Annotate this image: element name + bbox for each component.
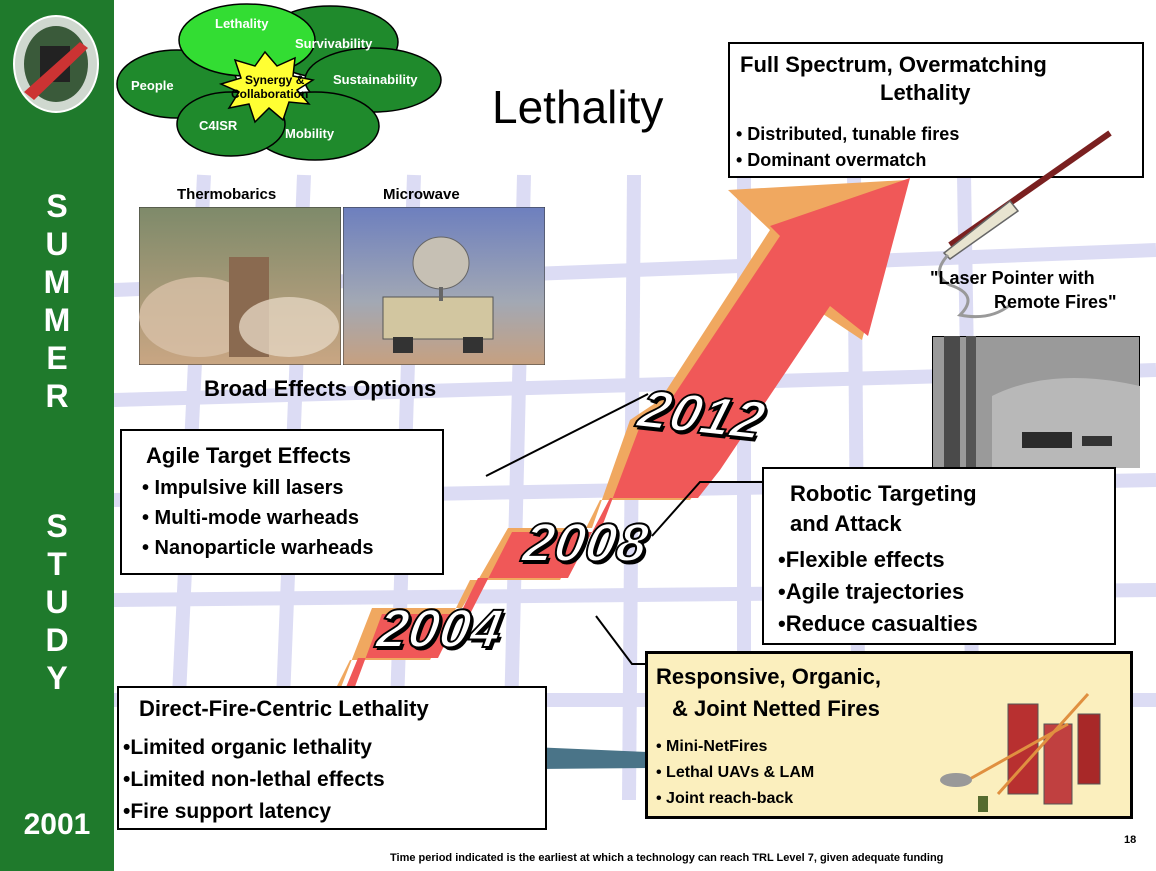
robotic-heading-line2: and Attack	[790, 511, 902, 536]
bubble-label-mobility: Mobility	[285, 126, 335, 141]
responsive-item: • Joint reach-back	[656, 790, 794, 807]
robotic-item: •Flexible effects	[778, 547, 945, 572]
sidebar-letter: E	[46, 340, 68, 376]
responsive-fires-box: Responsive, Organic, & Joint Netted Fire…	[645, 651, 1133, 819]
sidebar-letter: U	[45, 226, 69, 262]
bubble-label-survivability: Survivability	[295, 36, 373, 51]
capability-bubbles: Lethality Survivability People Sustainab…	[116, 3, 442, 161]
agile-item: • Impulsive kill lasers	[142, 477, 344, 499]
robotic-item: •Agile trajectories	[778, 579, 965, 604]
microwave-photo	[343, 207, 545, 365]
full-spectrum-item: • Dominant overmatch	[736, 150, 927, 170]
agile-heading: Agile Target Effects	[146, 443, 351, 468]
robotic-item: •Reduce casualties	[778, 611, 978, 636]
thermobarics-label: Thermobarics	[177, 186, 277, 203]
synergy-starburst	[218, 50, 315, 124]
direct-fire-box: Direct-Fire-Centric Lethality •Limited o…	[117, 686, 547, 830]
agile-item: • Multi-mode warheads	[142, 507, 360, 529]
thermobarics-photo	[139, 207, 341, 365]
year-label-2008: 2008	[518, 512, 655, 574]
agile-target-effects-box: Agile Target Effects • Impulsive kill la…	[120, 429, 444, 575]
direct-item: •Fire support latency	[123, 800, 332, 823]
direct-item: •Limited non-lethal effects	[123, 768, 385, 791]
bubble-label-lethality: Lethality	[215, 16, 269, 31]
bubble-label-sustainability: Sustainability	[333, 72, 418, 87]
sidebar-letter: M	[43, 264, 71, 300]
sidebar: S U M M E R S T U D Y 2001	[0, 0, 114, 871]
sidebar-letter: Y	[46, 660, 68, 696]
synergy-label-line1: Synergy &	[245, 73, 305, 87]
sidebar-letter: U	[45, 584, 69, 620]
netted-fires-illustration	[940, 692, 1101, 812]
sidebar-letter: R	[45, 378, 69, 414]
full-spectrum-heading-line1: Full Spectrum, Overmatching	[740, 52, 1047, 77]
year-label-2004: 2004	[372, 598, 509, 660]
sidebar-letter: T	[47, 546, 67, 582]
robotic-vehicle-photo	[932, 336, 1140, 468]
robotic-targeting-box: Robotic Targeting and Attack •Flexible e…	[762, 467, 1116, 645]
responsive-heading-line1: Responsive, Organic,	[656, 664, 881, 689]
full-spectrum-heading-line2: Lethality	[880, 80, 971, 105]
sidebar-letter: S	[46, 508, 68, 544]
synergy-label-line2: Collaboration	[231, 87, 308, 101]
microwave-label: Microwave	[383, 186, 460, 203]
responsive-item: • Mini-NetFires	[656, 738, 768, 755]
laser-pointer-icon	[938, 130, 1112, 319]
sidebar-letter: S	[46, 188, 68, 224]
full-spectrum-item: • Distributed, tunable fires	[736, 124, 960, 144]
arrow-body	[200, 178, 910, 770]
laser-pointer-caption-line2: Remote Fires"	[994, 292, 1117, 312]
bubble-label-people: People	[131, 78, 174, 93]
footer-note: Time period indicated is the earliest at…	[390, 852, 944, 864]
direct-heading: Direct-Fire-Centric Lethality	[139, 696, 429, 721]
robotic-heading-line1: Robotic Targeting	[790, 481, 977, 506]
bubble-label-c4isr: C4ISR	[199, 118, 238, 133]
direct-item: •Limited organic lethality	[123, 736, 372, 759]
emblem-icon	[13, 15, 99, 113]
laser-pointer-caption-line1: "Laser Pointer with	[930, 268, 1095, 288]
sidebar-year: 2001	[23, 808, 91, 841]
page-number: 18	[1124, 834, 1137, 846]
responsive-item: • Lethal UAVs & LAM	[656, 764, 815, 781]
year-label-2012: 2012	[631, 378, 773, 452]
sidebar-letter: D	[45, 622, 69, 658]
responsive-heading-line2: & Joint Netted Fires	[672, 696, 880, 721]
sidebar-letter: M	[43, 302, 71, 338]
agile-item: • Nanoparticle warheads	[142, 537, 374, 559]
page-title: Lethality	[492, 81, 664, 133]
broad-effects-label: Broad Effects Options	[204, 376, 437, 401]
